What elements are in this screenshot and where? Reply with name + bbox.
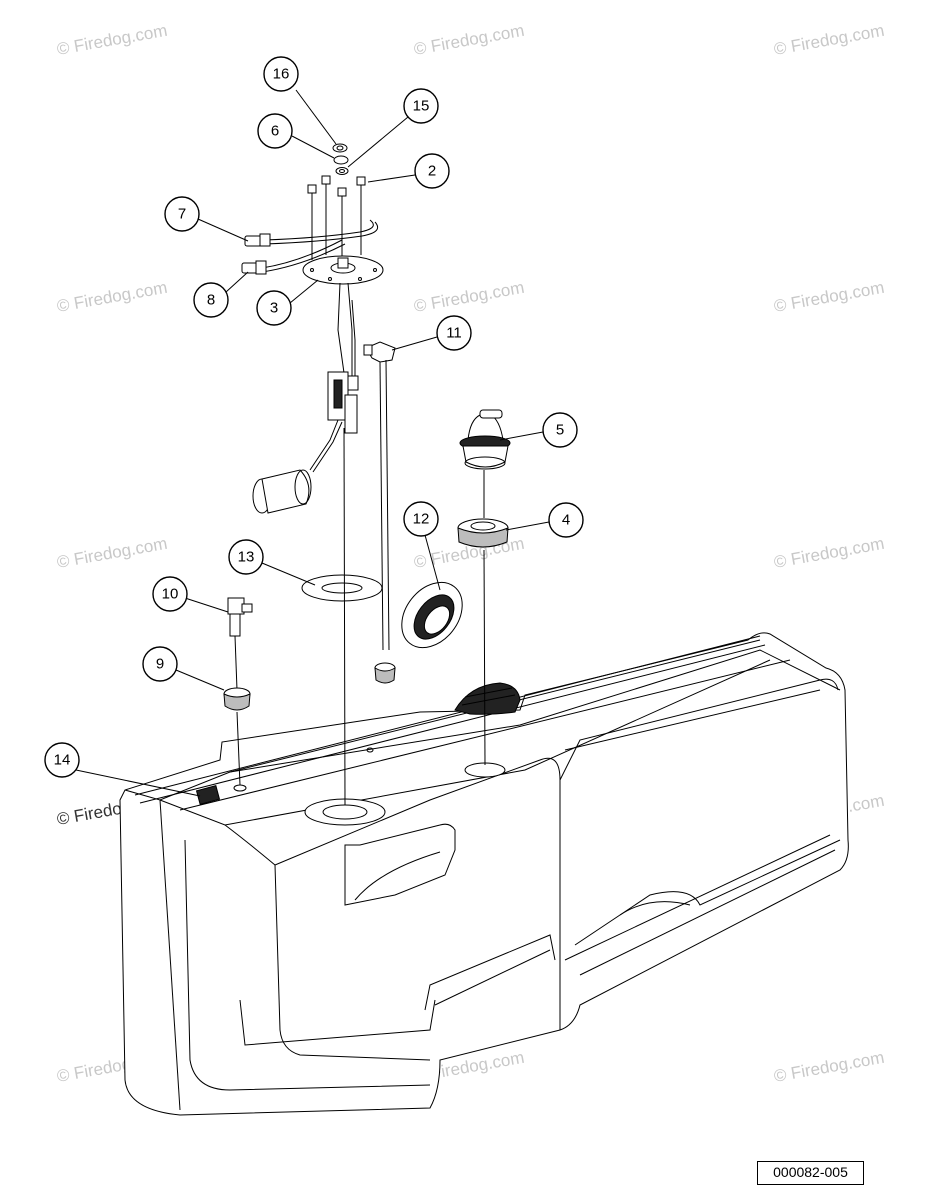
callouts: 16 6 15 2 7 8 3 11 5 12: [44, 56, 584, 797]
callout-8: 8: [207, 292, 215, 309]
watermark: © Firedog.com: [772, 1048, 885, 1086]
part-tube-grommet: [374, 662, 396, 684]
callout-10: 10: [162, 586, 179, 603]
watermark: © Firedog.com: [772, 278, 885, 316]
part-fuel-pickup-tube: [363, 341, 396, 651]
callout-4: 4: [562, 512, 570, 529]
part-sender-flange: [302, 255, 384, 390]
part-vent-grommet: [223, 687, 251, 711]
callout-13: 13: [238, 549, 255, 566]
watermark: © Firedog.com: [55, 278, 168, 316]
watermark: © Firedog.com: [55, 534, 168, 572]
callout-6: 6: [271, 123, 279, 140]
watermark: © Firedog.com: [412, 278, 525, 316]
part-lock-ring: [401, 581, 463, 649]
callout-12: 12: [413, 511, 430, 528]
callout-9: 9: [156, 656, 164, 673]
part-screws: [307, 175, 366, 260]
part-cap-gasket: [457, 518, 509, 548]
part-washer: [333, 155, 349, 165]
part-nut: [332, 143, 348, 153]
part-sender-gasket: [301, 574, 383, 602]
callout-2: 2: [428, 163, 436, 180]
watermark: © Firedog.com: [412, 21, 525, 59]
watermark: © Firedog.com: [772, 534, 885, 572]
assembly-lines: [236, 427, 486, 806]
part-seal: [335, 167, 349, 175]
callout-16: 16: [273, 66, 290, 83]
callout-15: 15: [413, 98, 430, 115]
filler-opening: [464, 762, 506, 778]
callout-7: 7: [178, 206, 186, 223]
diagram-reference-code: 000082-005: [757, 1161, 864, 1185]
part-fuel-level-sender: [252, 371, 359, 514]
filler-neck: [454, 682, 521, 715]
part-fuel-cap: [459, 409, 511, 470]
vent-clip: [195, 785, 221, 805]
callout-11: 11: [446, 325, 462, 342]
part-vent-fitting: [227, 597, 253, 691]
callout-14: 14: [54, 752, 71, 769]
watermark: © Firedog.com: [772, 21, 885, 59]
watermark: © Firedog.com: [55, 21, 168, 59]
callout-5: 5: [556, 422, 564, 439]
part-wiring-harness: [241, 219, 379, 275]
callout-3: 3: [270, 300, 278, 317]
